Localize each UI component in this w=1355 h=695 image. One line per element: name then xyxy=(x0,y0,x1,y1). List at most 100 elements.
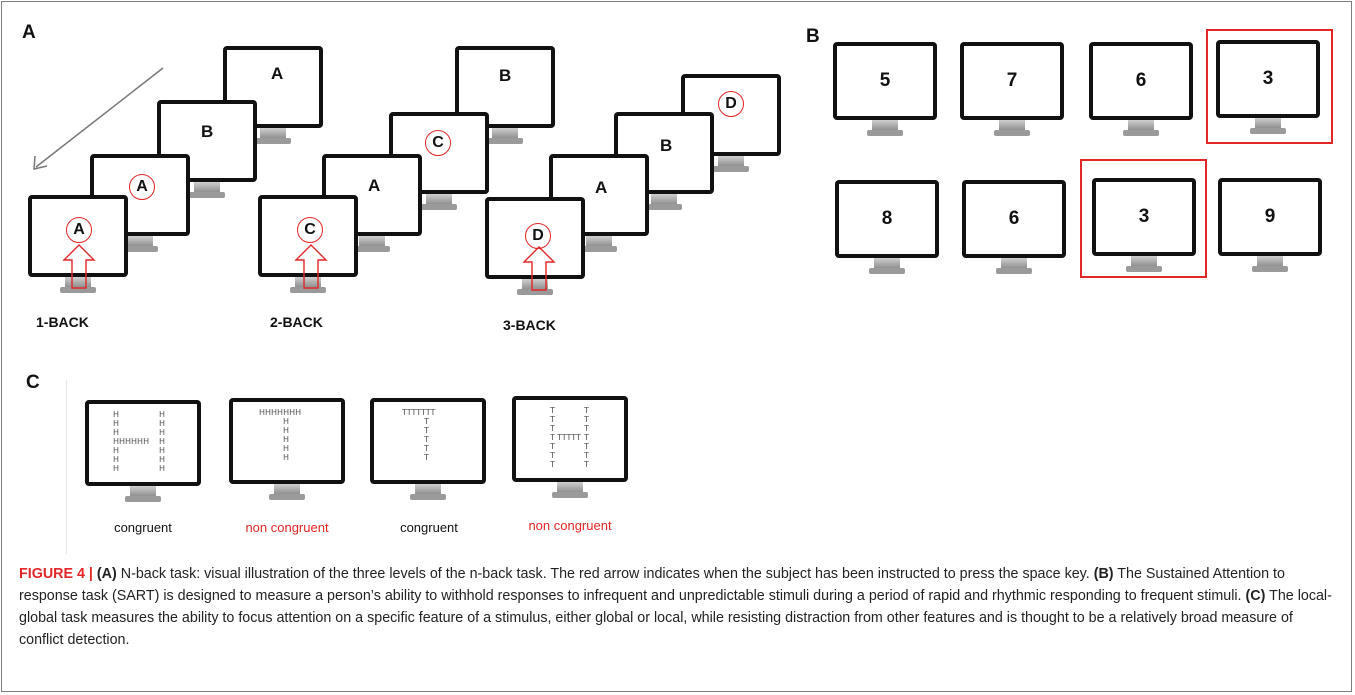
svg-text:TTTTTTT: TTTTTTT xyxy=(401,408,435,417)
svg-text:H: H xyxy=(113,455,119,464)
svg-text:T: T xyxy=(549,406,555,415)
svg-text:H: H xyxy=(159,446,165,455)
up-arrow-icon xyxy=(294,244,328,289)
svg-text:H: H xyxy=(113,446,119,455)
svg-text:TTTTT: TTTTT xyxy=(556,433,581,442)
monitor-icon: 6 xyxy=(1089,42,1193,172)
figure-caption: FIGURE 4 | (A) N-back task: visual illus… xyxy=(19,563,1339,651)
monitor-icon: 7 xyxy=(960,42,1064,172)
caption-tag-a: (A) xyxy=(96,566,117,582)
svg-text:H: H xyxy=(159,428,165,437)
svg-text:T: T xyxy=(583,406,589,415)
svg-text:T: T xyxy=(423,444,429,453)
stimulus-letter: B xyxy=(660,136,673,155)
svg-text:H: H xyxy=(283,444,289,453)
svg-text:H: H xyxy=(113,464,119,473)
target-highlight-box xyxy=(1080,159,1207,278)
monitor-icon: C xyxy=(258,195,358,325)
stimulus-letter: A xyxy=(271,64,284,83)
divider xyxy=(66,380,67,554)
svg-text:T: T xyxy=(549,424,555,433)
svg-text:T: T xyxy=(549,442,555,451)
panel-label-a: A xyxy=(22,22,36,43)
target-circle: C xyxy=(297,217,323,243)
svg-text:T: T xyxy=(583,433,589,442)
up-arrow-icon xyxy=(522,246,556,291)
digit-stimulus: 6 xyxy=(1008,208,1020,229)
svg-text:H: H xyxy=(159,455,165,464)
global-t-local-h-stimulus: HHHHHHH HHHHH xyxy=(259,408,301,462)
target-circle: C xyxy=(425,130,451,156)
svg-text:HHHHH: HHHHH xyxy=(119,437,149,446)
svg-text:T: T xyxy=(423,453,429,462)
digit-stimulus: 3 xyxy=(1262,68,1274,89)
caption-tag-c: (C) xyxy=(1245,588,1266,604)
svg-text:T: T xyxy=(549,433,555,442)
digit-stimulus: 7 xyxy=(1006,70,1018,91)
digit-stimulus: 8 xyxy=(881,208,893,229)
target-circle: D xyxy=(718,91,744,117)
caption-text-b: The Sustained Attention to response task… xyxy=(19,566,1285,604)
condition-label: congruent xyxy=(114,520,172,535)
caption-text-a: N-back task: visual illustration of the … xyxy=(116,566,1094,582)
condition-label: non congruent xyxy=(528,518,612,533)
svg-text:H: H xyxy=(283,435,289,444)
monitor-icon: C xyxy=(389,112,489,242)
target-circle: A xyxy=(66,217,92,243)
condition-label: non congruent xyxy=(245,520,329,535)
svg-text:T: T xyxy=(549,415,555,424)
panel-label-b: B xyxy=(806,26,820,47)
figure-number: FIGURE 4 | xyxy=(19,566,93,582)
svg-text:T: T xyxy=(583,451,589,460)
monitor-icon: 8 xyxy=(835,180,939,310)
sequence-arrow-icon xyxy=(33,67,164,170)
up-arrow-icon xyxy=(62,244,96,289)
svg-text:H: H xyxy=(283,453,289,462)
level-label: 2-BACK xyxy=(270,314,323,330)
svg-text:T: T xyxy=(583,424,589,433)
svg-text:T: T xyxy=(549,451,555,460)
svg-text:H: H xyxy=(159,464,165,473)
level-label: 1-BACK xyxy=(36,314,89,330)
svg-text:HHHHHHH: HHHHHHH xyxy=(259,408,301,417)
monitor-icon: 3 xyxy=(1092,178,1196,308)
global-h-local-h-stimulus: HHHHHHH HHHHHHH HHHHH xyxy=(113,410,165,473)
svg-text:H: H xyxy=(159,437,165,446)
monitor-icon: B xyxy=(157,100,257,230)
svg-text:H: H xyxy=(113,437,119,446)
condition-label: congruent xyxy=(400,520,458,535)
level-label: 3-BACK xyxy=(503,317,556,333)
svg-text:H: H xyxy=(113,419,119,428)
svg-text:H: H xyxy=(113,410,119,419)
stimulus-letter: B xyxy=(201,122,214,141)
digit-stimulus: 9 xyxy=(1264,206,1276,227)
svg-text:T: T xyxy=(423,426,429,435)
svg-text:T: T xyxy=(423,435,429,444)
svg-text:H: H xyxy=(159,410,165,419)
svg-text:H: H xyxy=(283,426,289,435)
stimulus-letter: A xyxy=(368,176,381,195)
svg-text:H: H xyxy=(113,428,119,437)
panel-label-c: C xyxy=(26,372,40,393)
global-t-local-t-stimulus: TTTTTTT TTTTT xyxy=(401,408,435,462)
monitor-icon: 6 xyxy=(962,180,1066,310)
global-h-local-t-stimulus: TTTTTTT TTTTTTT TTTTT xyxy=(549,406,589,469)
svg-text:T: T xyxy=(583,415,589,424)
svg-text:T: T xyxy=(423,417,429,426)
svg-text:T: T xyxy=(583,460,589,469)
monitor-icon: 9 xyxy=(1218,178,1322,308)
digit-stimulus: 5 xyxy=(879,70,891,91)
caption-tag-b: (B) xyxy=(1093,566,1114,582)
monitor-icon: D xyxy=(485,197,585,327)
stimulus-letter: A xyxy=(595,178,608,197)
svg-text:H: H xyxy=(283,417,289,426)
digit-stimulus: 3 xyxy=(1138,206,1150,227)
target-circle: A xyxy=(129,174,155,200)
caption-text-c: The local-global task measures the abili… xyxy=(19,588,1332,648)
target-highlight-box xyxy=(1206,29,1333,144)
